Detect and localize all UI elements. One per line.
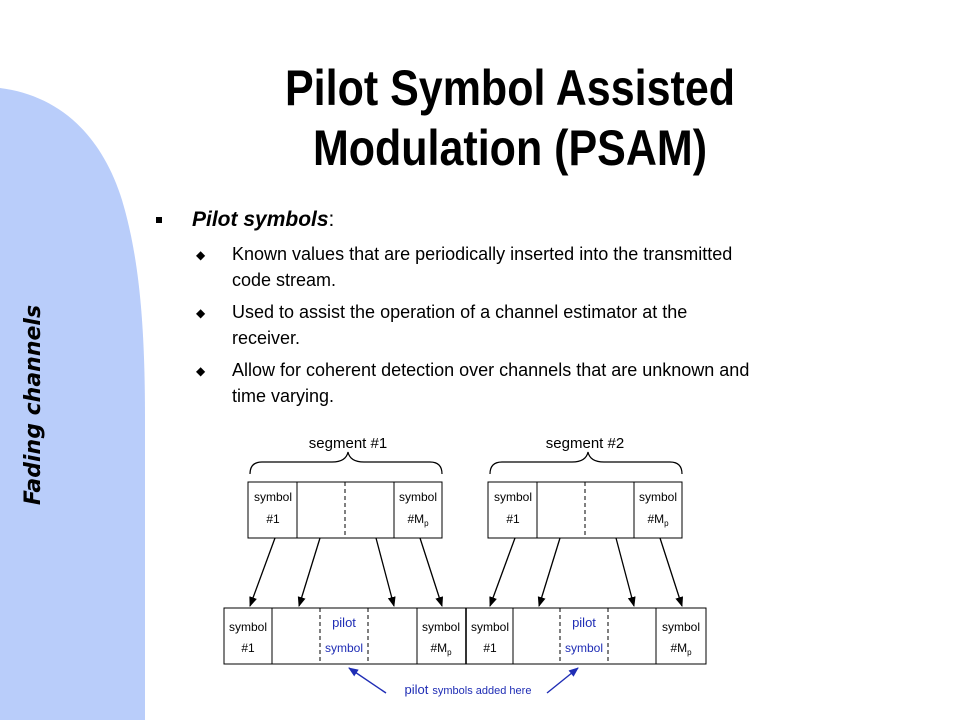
slide-title-line-2: Modulation (PSAM) [312, 120, 708, 176]
slide-title: Pilot Symbol Assisted Modulation (PSAM) [209, 58, 811, 178]
mapping-arrows [249, 537, 684, 607]
symbol-index: #1 [483, 641, 497, 655]
bullet-sub-text-line: receiver. [232, 328, 301, 348]
symbol-index-mp: #Mp [670, 641, 692, 657]
symbol-label: symbol [229, 620, 267, 634]
segment-1-box: symbol #1 symbol #Mp [247, 481, 443, 539]
pilot-symbol-label: symbol [565, 641, 603, 655]
symbol-index-sub: p [424, 519, 429, 528]
transmitted-frame: symbol #1 pilot symbol symbol #Mp symbol… [223, 607, 707, 665]
symbol-label: symbol [422, 620, 460, 634]
segment-2-label: segment #2 [546, 435, 624, 452]
bullet-sub-text-line: code stream. [232, 270, 337, 290]
symbol-index-sub: p [687, 648, 692, 657]
symbol-index-mp: #Mp [407, 512, 429, 528]
slide-title-line-1: Pilot Symbol Assisted [284, 60, 736, 116]
symbol-index-prefix: #M [430, 641, 447, 655]
pilot-label: pilot [572, 615, 596, 630]
bullet-sub-text-line: Used to assist the operation of a channe… [232, 302, 688, 322]
bullet-sub-item: ◆ Used to assist the operation of a chan… [150, 299, 930, 351]
symbol-index-mp: #Mp [430, 641, 452, 657]
symbol-label: symbol [494, 490, 532, 504]
symbol-index-mp: #Mp [647, 512, 669, 528]
symbol-label: symbol [662, 620, 700, 634]
symbol-label: symbol [254, 490, 292, 504]
symbol-label: symbol [471, 620, 509, 634]
symbol-index: #1 [241, 641, 255, 655]
bullet-list: Pilot symbols: ◆ Known values that are p… [150, 205, 930, 409]
annotation-pilot: pilot [405, 682, 429, 697]
bullet-main: Pilot symbols: [150, 205, 930, 235]
segment-1-label: segment #1 [309, 435, 387, 452]
bullet-sub-text-line: Allow for coherent detection over channe… [232, 360, 750, 380]
symbol-label: symbol [399, 490, 437, 504]
pilot-label: pilot [332, 615, 356, 630]
symbol-index: #1 [506, 512, 520, 526]
segment-2-brace [489, 451, 683, 475]
bullet-sub-text-line: Known values that are periodically inser… [232, 244, 733, 264]
symbol-label: symbol [639, 490, 677, 504]
symbol-index-sub: p [447, 648, 452, 657]
bullet-main-text: Pilot symbols [192, 208, 329, 231]
symbol-index-prefix: #M [670, 641, 687, 655]
diamond-bullet-icon: ◆ [196, 364, 206, 378]
bullet-sub-text-line: time varying. [232, 386, 335, 406]
bullet-sub-item: ◆ Known values that are periodically ins… [150, 241, 930, 293]
symbol-index-prefix: #M [647, 512, 664, 526]
symbol-index-prefix: #M [407, 512, 424, 526]
square-bullet-icon [156, 217, 162, 223]
symbol-index: #1 [266, 512, 280, 526]
segment-1-brace [249, 451, 443, 475]
annotation-rest: symbols added here [432, 685, 531, 697]
annotation-arrows [348, 667, 579, 694]
bullet-sub-item: ◆ Allow for coherent detection over chan… [150, 357, 930, 409]
pilot-symbol-label: symbol [325, 641, 363, 655]
diamond-bullet-icon: ◆ [196, 306, 206, 320]
diamond-bullet-icon: ◆ [196, 248, 206, 262]
symbol-index-sub: p [664, 519, 669, 528]
segment-2-box: symbol #1 symbol #Mp [487, 481, 683, 539]
bullet-main-colon: : [328, 208, 335, 231]
